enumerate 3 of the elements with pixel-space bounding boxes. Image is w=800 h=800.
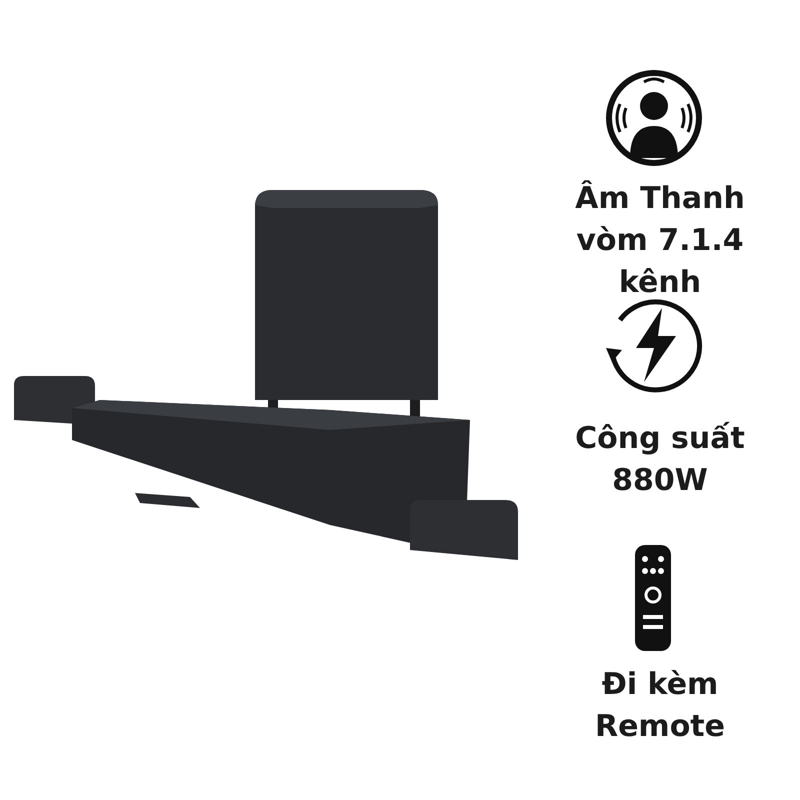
feature-label: Công suất 880W <box>574 420 746 500</box>
feature-label: Đi kèm Remote <box>594 666 726 746</box>
feature-label: Âm Thanh vòm 7.1.4 kênh <box>574 179 746 302</box>
